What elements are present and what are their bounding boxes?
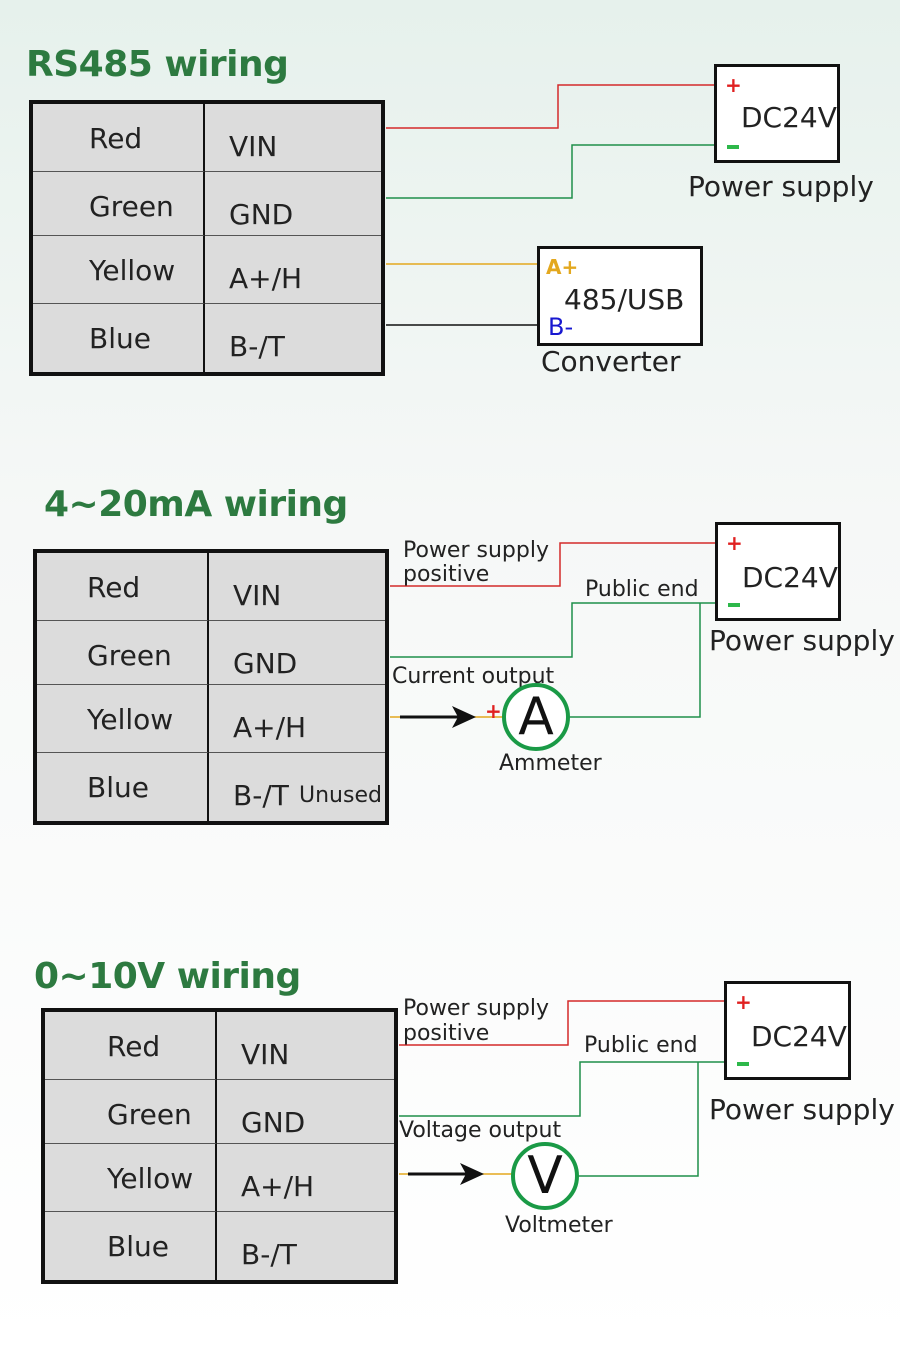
ammeter-icon: A — [502, 683, 570, 751]
ammeter-label: Ammeter — [499, 751, 602, 776]
plus-terminal: + — [735, 990, 752, 1014]
rs485-wire-table: Red VIN Green GND Yellow A+/H Blue B-/T — [29, 100, 385, 376]
volt-wire-table: Red VIN Green GND Yellow A+/H Blue B-/T — [41, 1008, 398, 1284]
voltmeter-label: Voltmeter — [505, 1213, 613, 1238]
row-blue-color: Blue — [45, 1212, 217, 1280]
row-yellow-pin: A+/H — [217, 1144, 394, 1212]
volt-power-label: Power supply — [709, 1093, 895, 1126]
ma-red-wire — [390, 542, 716, 587]
ma-wire-table: Red VIN Green GND Yellow A+/H Blue B-/T … — [33, 549, 389, 825]
unused-label: Unused — [299, 783, 382, 808]
row-green-color: Green — [37, 621, 209, 685]
row-green-pin: GND — [217, 1080, 394, 1144]
row-yellow-pin: A+/H — [209, 685, 385, 753]
row-red-color: Red — [45, 1012, 217, 1080]
volt-public-end: Public end — [584, 1033, 698, 1058]
ma-supply-positive-line2: positive — [403, 562, 490, 587]
row-red-color: Red — [33, 104, 205, 172]
volt-arrow-head — [460, 1163, 484, 1185]
row-blue-color: Blue — [33, 304, 205, 372]
ma-public-end: Public end — [585, 577, 699, 602]
voltmeter-icon: V — [511, 1142, 579, 1210]
row-yellow-pin: A+/H — [205, 236, 381, 304]
row-yellow-color: Yellow — [37, 685, 209, 753]
ma-green-wire — [390, 602, 716, 658]
volt-green-wire — [399, 1061, 726, 1117]
ma-supply-positive-line1: Power supply — [403, 538, 549, 563]
converter-label: Converter — [541, 345, 681, 378]
minus-terminal — [727, 145, 739, 149]
minus-terminal — [728, 603, 740, 607]
rs485-wires — [386, 84, 716, 326]
ma-arrow-head — [452, 706, 476, 728]
row-green-color: Green — [45, 1080, 217, 1144]
row-yellow-color: Yellow — [33, 236, 205, 304]
ammeter-symbol: A — [518, 687, 554, 747]
volt-public-drop — [576, 1062, 699, 1177]
row-blue-pin: B-/T — [229, 330, 285, 363]
row-red-color: Red — [37, 553, 209, 621]
converter-box: A+ 485/USB B- — [537, 246, 703, 346]
plus-terminal: + — [726, 531, 743, 555]
minus-terminal — [737, 1062, 749, 1066]
converter-text: 485/USB — [564, 283, 685, 316]
volt-supply-positive-line2: positive — [403, 1021, 490, 1046]
rs485-power-label: Power supply — [688, 170, 874, 203]
converter-a-plus: A+ — [546, 255, 579, 279]
row-green-pin: GND — [205, 172, 381, 236]
voltmeter-symbol: V — [527, 1146, 563, 1206]
rs485-title: RS485 wiring — [26, 44, 289, 85]
row-green-color: Green — [33, 172, 205, 236]
volt-supply-positive-line1: Power supply — [403, 996, 549, 1021]
ma-wires — [390, 542, 716, 728]
row-yellow-color: Yellow — [45, 1144, 217, 1212]
row-blue-pin: B-/T — [241, 1238, 297, 1271]
converter-b-minus: B- — [548, 313, 574, 341]
volt-red-wire — [399, 1000, 726, 1046]
power-voltage: DC24V — [741, 101, 837, 134]
rs485-green-wire — [386, 144, 716, 199]
rs485-power-box: + DC24V — [714, 64, 840, 163]
volt-power-box: + DC24V — [724, 981, 851, 1080]
power-voltage: DC24V — [751, 1020, 847, 1053]
row-green-pin: GND — [209, 621, 385, 685]
ma-power-box: + DC24V — [715, 522, 841, 621]
rs485-red-wire — [386, 84, 716, 129]
ma-title: 4~20mA wiring — [44, 484, 348, 525]
power-voltage: DC24V — [742, 561, 838, 594]
volt-title: 0~10V wiring — [34, 956, 301, 997]
ma-power-label: Power supply — [709, 624, 895, 657]
row-red-pin: VIN — [217, 1012, 394, 1080]
row-blue-pin: B-/T Unused — [233, 779, 382, 812]
row-red-pin: VIN — [209, 553, 385, 621]
plus-terminal: + — [725, 73, 742, 97]
ammeter-plus: + — [485, 699, 502, 723]
row-red-pin: VIN — [205, 104, 381, 172]
ma-public-drop — [566, 603, 701, 718]
row-blue-color: Blue — [37, 753, 209, 821]
volt-voltage-output: Voltage output — [399, 1118, 562, 1143]
